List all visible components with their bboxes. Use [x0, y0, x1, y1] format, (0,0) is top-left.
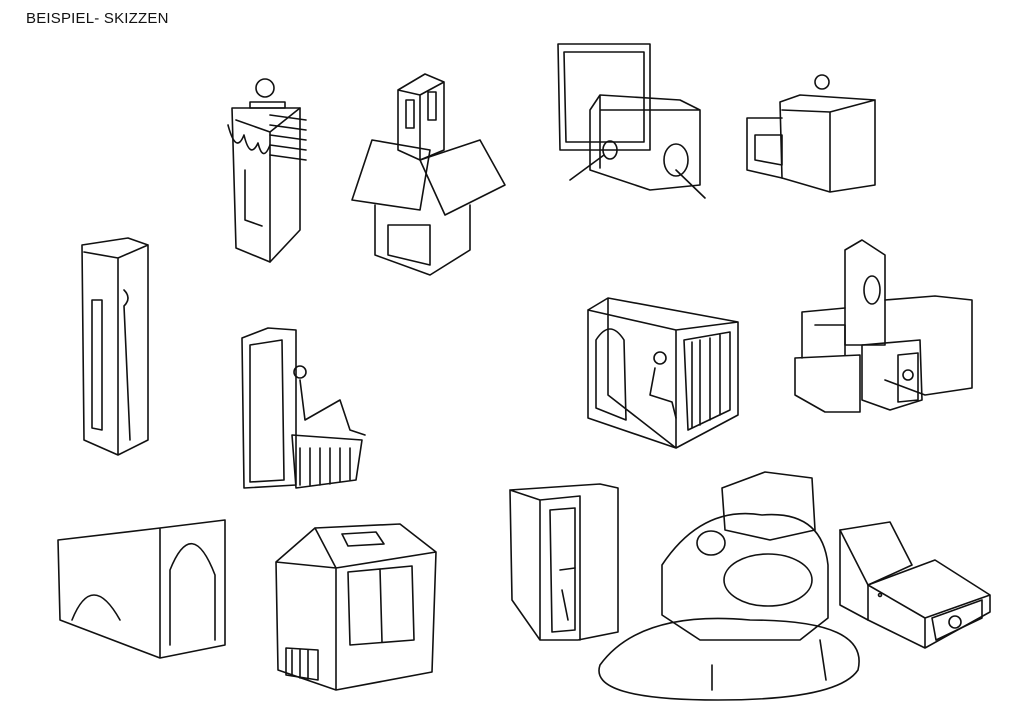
sketch-tall-booth: [81, 237, 149, 456]
sketch-ramp-box: [839, 521, 991, 649]
sketch-tower-cluster: [794, 239, 973, 413]
sketch-tower-paper-roof: [351, 73, 506, 276]
page-title: BEISPIEL- SKIZZEN: [26, 10, 169, 27]
sketch-house: [275, 523, 437, 691]
sketch-chair-booth: [241, 327, 366, 489]
sketch-arch-wall: [57, 519, 226, 659]
sketch-open-door-booth: [509, 483, 619, 641]
sketch-box-with-head: [746, 74, 876, 193]
sketch-window-box: [557, 43, 706, 199]
sketch-tower-with-leaves: [227, 78, 307, 263]
sketch-curtained-booth: [587, 297, 739, 449]
sketch-round-window-sculpture: [598, 471, 860, 701]
